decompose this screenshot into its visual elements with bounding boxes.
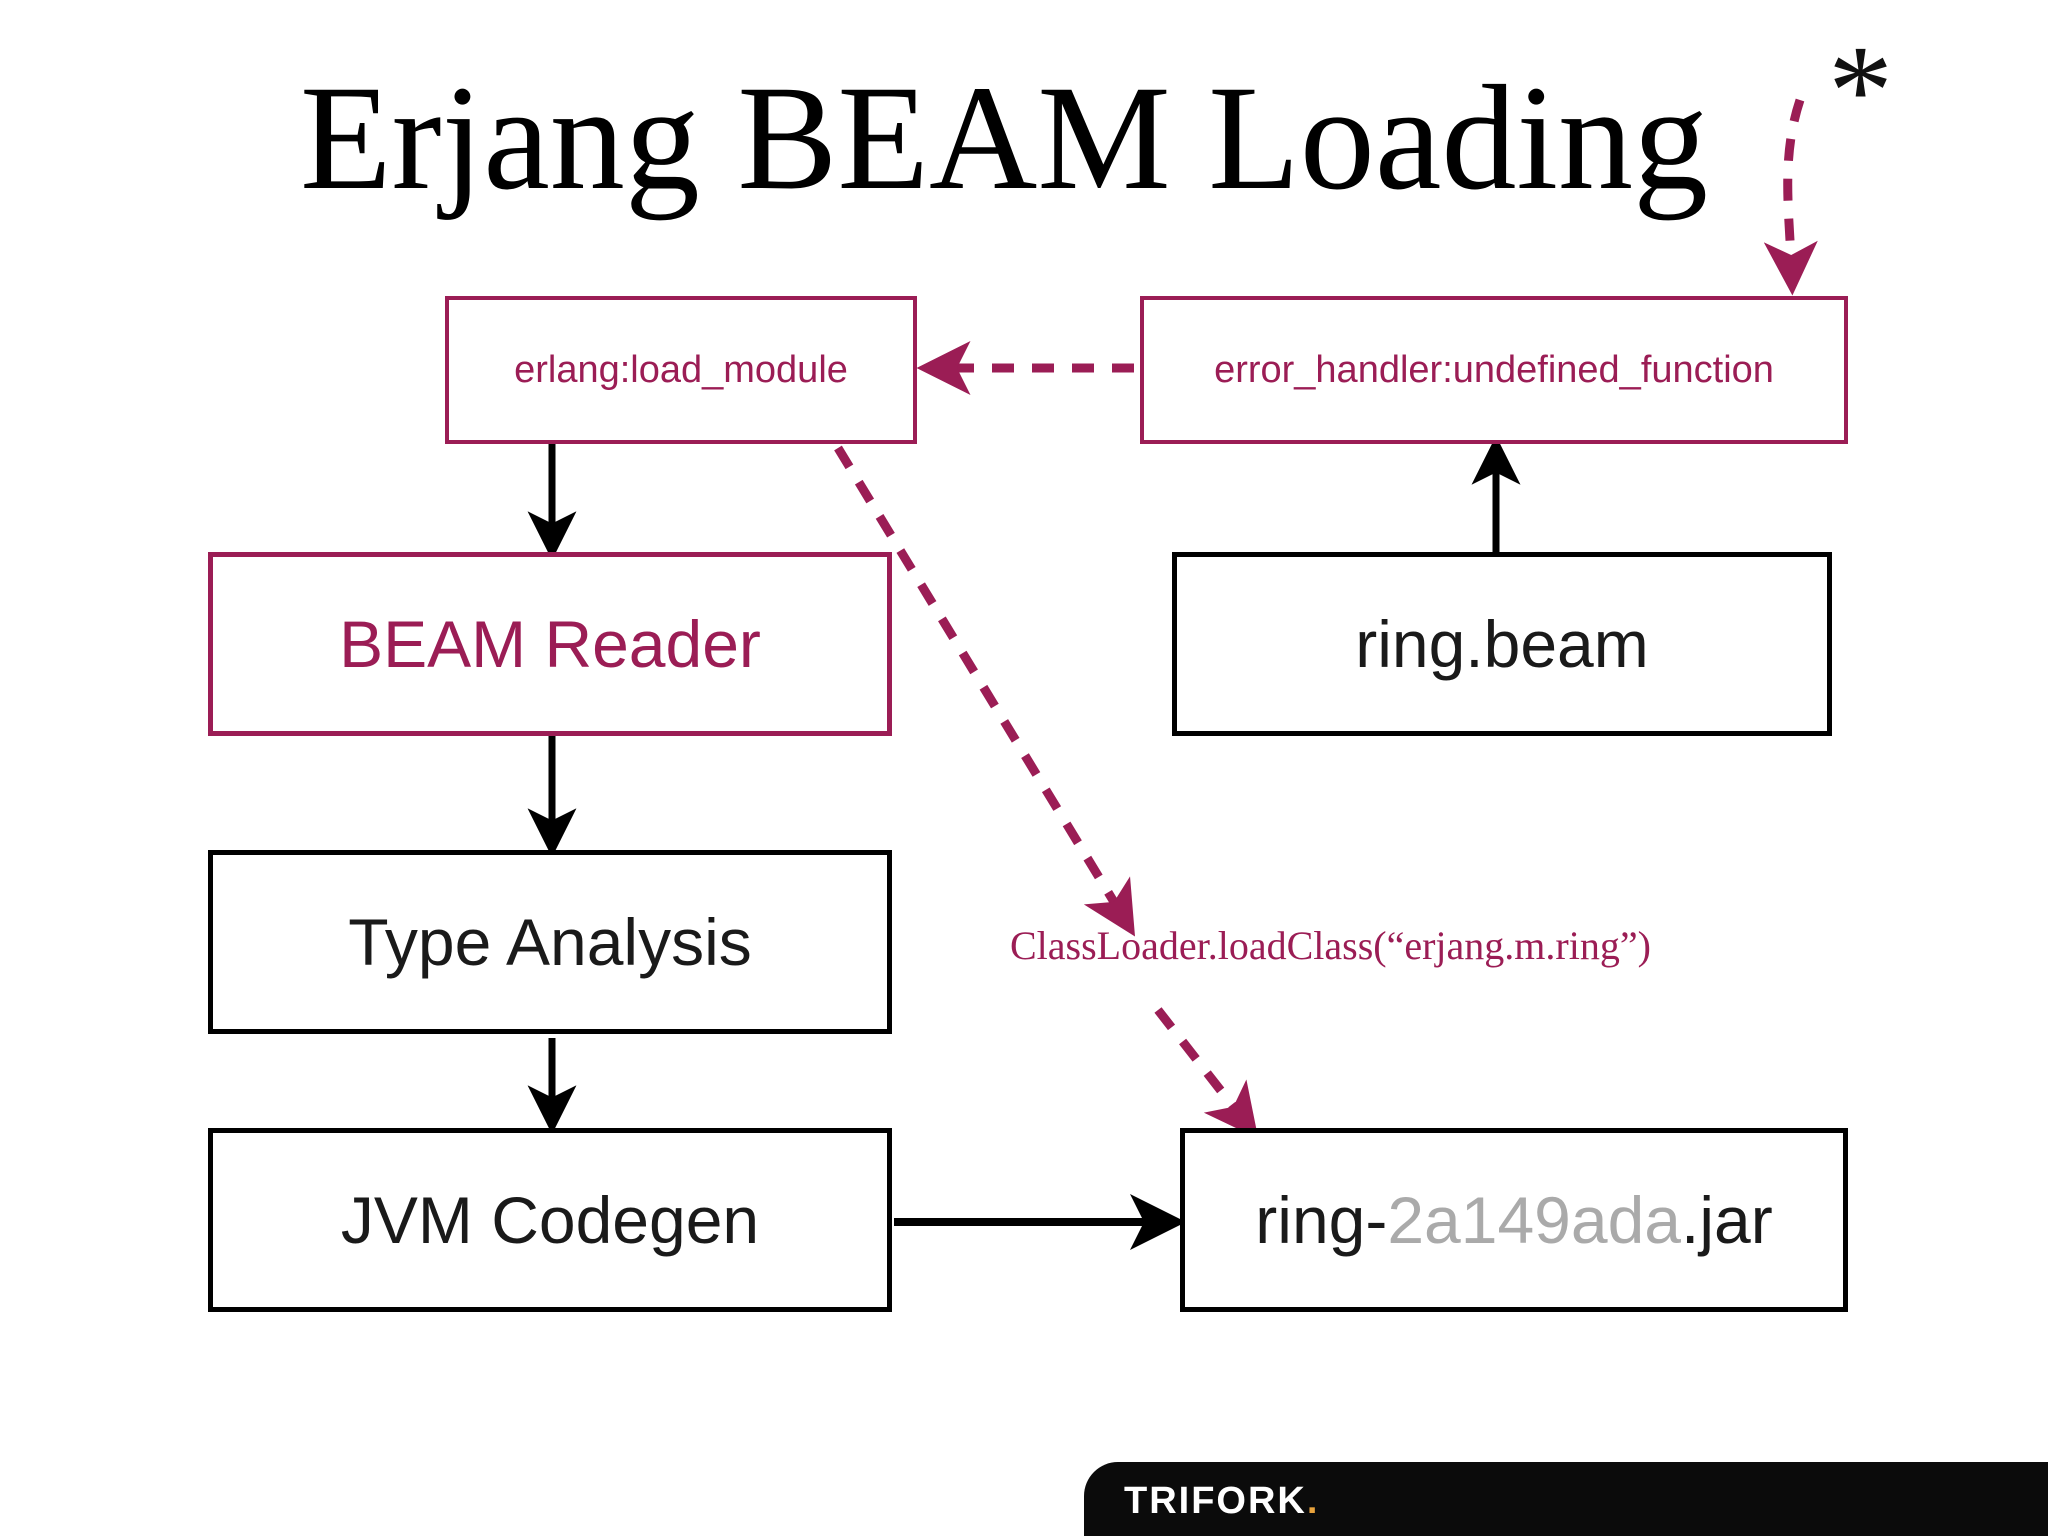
node-ring-jar-hash: 2a149ada	[1387, 1183, 1681, 1257]
node-error-handler-label: error_handler:undefined_function	[1214, 348, 1774, 391]
page-title: Erjang BEAM Loading	[300, 55, 1709, 221]
node-ring-jar-suffix: .jar	[1681, 1183, 1773, 1257]
node-ring-beam[interactable]: ring.beam	[1172, 552, 1832, 736]
node-error-handler-undefined-function[interactable]: error_handler:undefined_function	[1140, 296, 1848, 444]
node-ring-jar-prefix: ring-	[1255, 1183, 1388, 1257]
trifork-footer-bar: TRIFORK.	[1084, 1462, 2048, 1536]
trifork-logo: TRIFORK.	[1124, 1480, 1319, 1523]
node-beam-reader[interactable]: BEAM Reader	[208, 552, 892, 736]
node-ring-jar-label: ring-2a149ada.jar	[1255, 1182, 1772, 1258]
edge-label-classloader-loadclass: ClassLoader.loadClass(“erjang.m.ring”)	[1010, 923, 1651, 968]
node-ring-jar[interactable]: ring-2a149ada.jar	[1180, 1128, 1848, 1312]
node-erlang-load-module[interactable]: erlang:load_module	[445, 296, 917, 444]
node-type-analysis[interactable]: Type Analysis	[208, 850, 892, 1034]
node-type-analysis-label: Type Analysis	[348, 905, 752, 979]
node-erlang-load-module-label: erlang:load_module	[514, 348, 848, 391]
footnote-asterisk-icon: *	[1828, 19, 1893, 163]
trifork-wordmark: TRIFORK	[1124, 1480, 1307, 1522]
trifork-dot-icon: .	[1306, 1480, 1320, 1522]
node-jvm-codegen-label: JVM Codegen	[340, 1183, 760, 1257]
node-ring-beam-label: ring.beam	[1355, 607, 1649, 681]
node-jvm-codegen[interactable]: JVM Codegen	[208, 1128, 892, 1312]
node-beam-reader-label: BEAM Reader	[339, 607, 761, 681]
